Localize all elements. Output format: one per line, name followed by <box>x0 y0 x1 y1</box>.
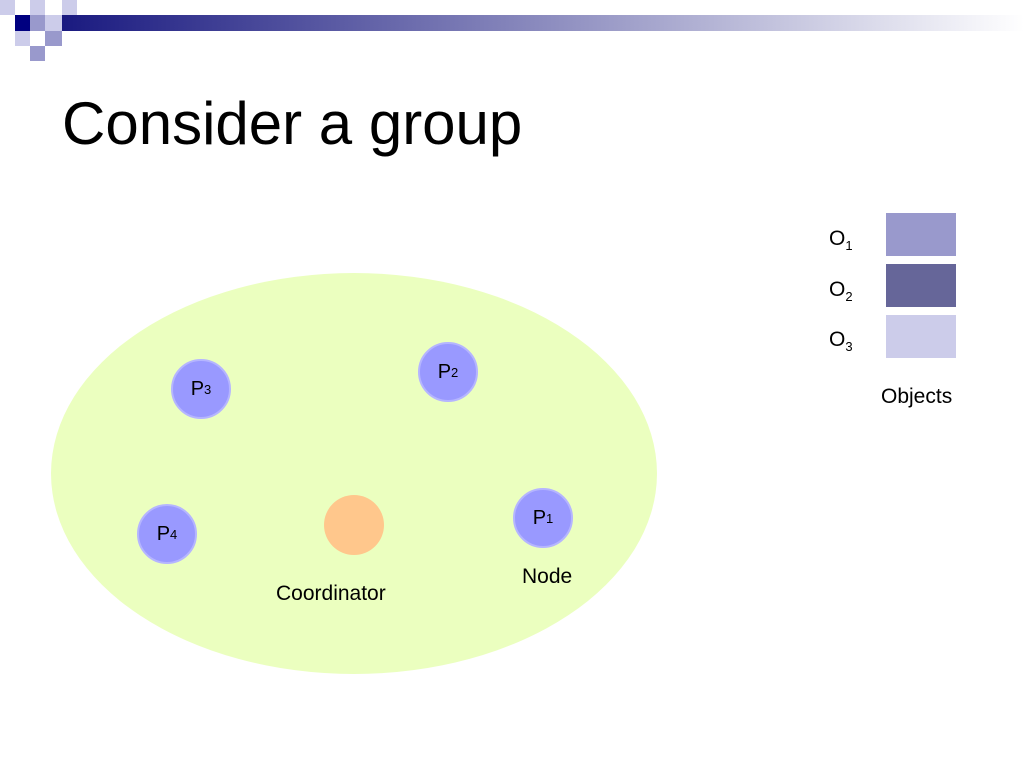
header-square <box>30 0 45 15</box>
object-index: 2 <box>845 289 853 304</box>
objects-label: Objects <box>881 385 953 408</box>
header-square <box>15 15 30 31</box>
object-letter: O <box>829 328 846 351</box>
process-letter: P <box>190 377 205 400</box>
header-square <box>45 31 62 46</box>
object-o3-box <box>886 315 956 358</box>
object-o1-box <box>886 213 956 256</box>
header-square <box>30 46 45 61</box>
process-index: 3 <box>204 381 212 397</box>
object-o1-label: O1 <box>829 227 853 253</box>
header-square <box>45 15 62 31</box>
process-letter: P <box>156 522 171 545</box>
object-index: 1 <box>845 238 853 253</box>
coordinator-label: Coordinator <box>276 582 386 605</box>
object-index: 3 <box>845 339 853 354</box>
header-decoration <box>0 0 1024 61</box>
header-square <box>0 0 15 15</box>
object-letter: O <box>829 227 846 250</box>
coordinator-circle <box>324 495 384 555</box>
object-o2-box <box>886 264 956 307</box>
process-letter: P <box>532 506 547 529</box>
slide-title: Consider a group <box>62 90 523 157</box>
object-o3-label: O3 <box>829 328 853 354</box>
object-letter: O <box>829 278 846 301</box>
node-label: Node <box>522 565 573 588</box>
header-square <box>15 31 30 46</box>
header-square <box>62 0 77 15</box>
process-index: 2 <box>451 364 459 380</box>
object-o2-label: O2 <box>829 278 853 304</box>
header-gradient-bar <box>62 15 1024 31</box>
process-letter: P <box>437 360 452 383</box>
process-index: 1 <box>546 510 554 526</box>
header-square <box>30 15 45 31</box>
process-index: 4 <box>170 526 178 542</box>
group-ellipse <box>51 273 657 674</box>
